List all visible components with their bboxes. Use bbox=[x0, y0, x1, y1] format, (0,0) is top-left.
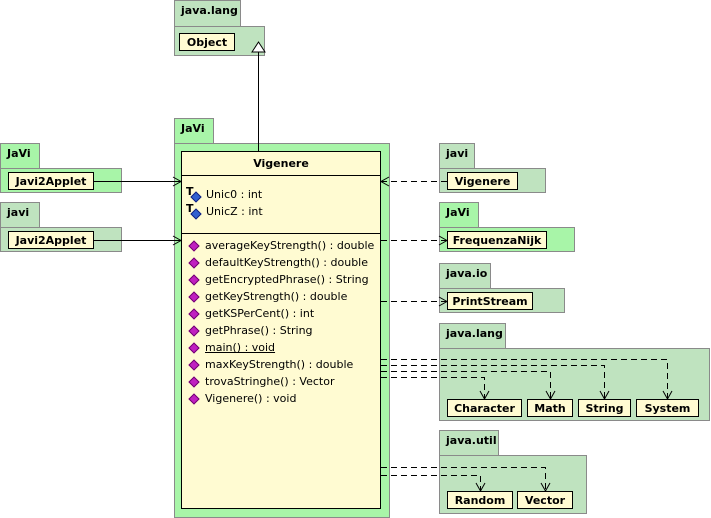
method-label: maxKeyStrength() : double bbox=[205, 358, 354, 371]
field-label: UnicZ : int bbox=[206, 205, 263, 218]
package-label: java.lang bbox=[446, 327, 503, 340]
method-label: defaultKeyStrength() : double bbox=[205, 256, 369, 269]
class-character[interactable]: Character bbox=[447, 399, 522, 417]
class-name: Object bbox=[186, 35, 228, 49]
method-label: averageKeyStrength() : double bbox=[205, 239, 375, 252]
package-tab-javi-main: JaVi bbox=[174, 118, 214, 143]
class-object[interactable]: Object bbox=[179, 33, 235, 51]
class-name: PrintStream bbox=[452, 294, 528, 308]
class-javi2applet-1[interactable]: Javi2Applet bbox=[8, 172, 94, 190]
method-row[interactable]: getKSPerCent() : int bbox=[186, 305, 314, 322]
class-name: System bbox=[644, 401, 691, 415]
class-random[interactable]: Random bbox=[447, 491, 513, 509]
class-frequenzanijk[interactable]: FrequenzaNijk bbox=[447, 231, 547, 249]
method-icon bbox=[188, 358, 200, 371]
package-tab-java-lang-top: java.lang bbox=[174, 0, 241, 26]
method-row[interactable]: main() : void bbox=[186, 339, 275, 356]
class-vigenere-ref[interactable]: Vigenere bbox=[447, 172, 518, 190]
method-label: getKeyStrength() : double bbox=[205, 290, 348, 303]
package-tab-java-lang-right: java.lang bbox=[439, 323, 506, 348]
field-row[interactable]: T UnicZ : int bbox=[186, 202, 263, 220]
method-row[interactable]: defaultKeyStrength() : double bbox=[186, 254, 368, 271]
method-label: getKSPerCent() : int bbox=[205, 307, 315, 320]
method-label: trovaStringhe() : Vector bbox=[205, 375, 335, 388]
class-name: Character bbox=[454, 401, 515, 415]
method-label: main() : void bbox=[205, 341, 276, 354]
method-row[interactable]: getEncryptedPhrase() : String bbox=[186, 271, 369, 288]
method-icon bbox=[188, 392, 200, 405]
package-label: javi bbox=[7, 206, 30, 219]
method-row[interactable]: trovaStringhe() : Vector bbox=[186, 373, 334, 390]
package-label: JaVi bbox=[7, 147, 31, 160]
class-name: Javi2Applet bbox=[15, 233, 87, 247]
method-row[interactable]: maxKeyStrength() : double bbox=[186, 356, 353, 373]
method-icon bbox=[188, 273, 200, 286]
field-label: Unic0 : int bbox=[206, 188, 263, 201]
package-tab-javi-applet-2: javi bbox=[0, 202, 40, 227]
package-tab-java-io: java.io bbox=[439, 263, 491, 288]
method-label: getPhrase() : String bbox=[205, 324, 313, 337]
method-row[interactable]: Vigenere() : void bbox=[186, 390, 296, 407]
method-icon bbox=[188, 256, 200, 269]
class-math[interactable]: Math bbox=[527, 399, 573, 417]
methods-compartment: averageKeyStrength() : double defaultKey… bbox=[182, 234, 380, 434]
package-tab-javi-freq: JaVi bbox=[439, 202, 479, 227]
class-title: Vigenere bbox=[182, 152, 380, 176]
method-icon bbox=[188, 375, 200, 388]
class-name: Javi2Applet bbox=[15, 174, 87, 188]
package-label: java.lang bbox=[181, 4, 238, 17]
method-icon bbox=[188, 290, 200, 303]
field-icon: T bbox=[186, 185, 202, 203]
field-row[interactable]: T Unic0 : int bbox=[186, 185, 263, 203]
method-icon bbox=[188, 324, 200, 337]
method-row[interactable]: getPhrase() : String bbox=[186, 322, 313, 339]
class-name: String bbox=[585, 401, 624, 415]
class-vigenere[interactable]: Vigenere T Unic0 : int T UnicZ : int avera… bbox=[181, 151, 381, 509]
package-label: java.util bbox=[446, 434, 497, 447]
field-icon: T bbox=[186, 202, 202, 220]
method-icon bbox=[188, 307, 200, 320]
class-name: Vector bbox=[524, 493, 566, 507]
package-label: JaVi bbox=[181, 122, 205, 135]
method-row[interactable]: averageKeyStrength() : double bbox=[186, 237, 374, 254]
method-label: Vigenere() : void bbox=[205, 392, 297, 405]
class-name: FrequenzaNijk bbox=[452, 233, 542, 247]
class-name: Math bbox=[534, 401, 566, 415]
package-label: java.io bbox=[446, 267, 488, 280]
class-string[interactable]: String bbox=[578, 399, 631, 417]
fields-compartment: T Unic0 : int T UnicZ : int bbox=[182, 176, 380, 234]
method-icon bbox=[188, 239, 200, 252]
package-tab-javi-applet-1: JaVi bbox=[0, 143, 40, 168]
class-system[interactable]: System bbox=[636, 399, 699, 417]
class-vector[interactable]: Vector bbox=[517, 491, 573, 509]
package-tab-javi-vigenere: javi bbox=[439, 143, 475, 168]
class-javi2applet-2[interactable]: Javi2Applet bbox=[8, 231, 94, 249]
method-icon bbox=[188, 341, 200, 354]
class-name: Vigenere bbox=[454, 174, 511, 188]
package-label: javi bbox=[446, 147, 469, 160]
method-row[interactable]: getKeyStrength() : double bbox=[186, 288, 347, 305]
method-label: getEncryptedPhrase() : String bbox=[205, 273, 369, 286]
package-tab-java-util: java.util bbox=[439, 430, 499, 455]
class-name: Random bbox=[454, 493, 506, 507]
package-label: JaVi bbox=[446, 206, 470, 219]
class-printstream[interactable]: PrintStream bbox=[447, 292, 533, 310]
